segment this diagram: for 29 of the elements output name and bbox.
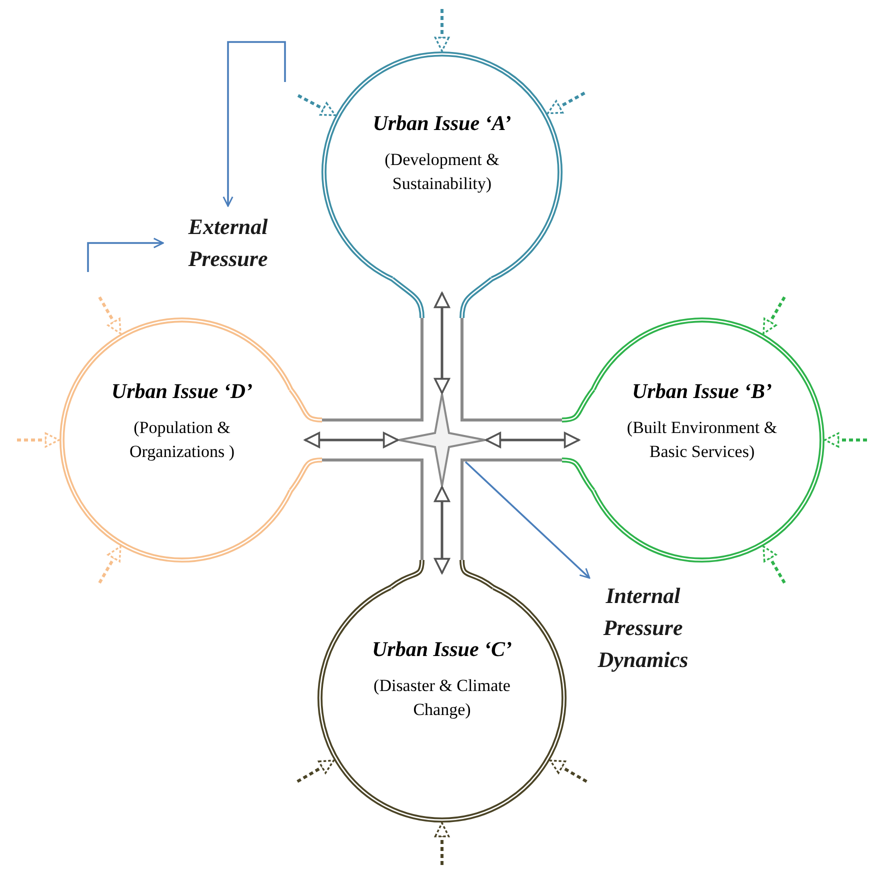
arrow	[296, 759, 335, 783]
arrow	[297, 94, 336, 117]
double-arrow	[434, 486, 450, 574]
issue-title: Urban Issue ‘D’	[111, 378, 253, 404]
issue-description: (Population & Organizations )	[128, 417, 236, 463]
issue-title: Urban Issue ‘B’	[632, 378, 772, 404]
pressure-label: External Pressure	[187, 213, 269, 273]
arrow	[434, 9, 450, 52]
arrow	[762, 546, 786, 584]
issue-title: Urban Issue ‘A’	[372, 110, 512, 136]
arrow	[98, 546, 122, 584]
issue-description: (Disaster & Climate Change)	[372, 675, 512, 721]
arrow	[98, 296, 122, 334]
leader-line	[87, 238, 164, 272]
arrow	[17, 432, 60, 448]
arrow	[546, 92, 586, 115]
arrow	[762, 296, 786, 334]
issue-description: (Built Environment & Basic Services)	[626, 417, 778, 463]
issue-description: (Development & Sustainability)	[384, 149, 500, 195]
pressure-label: Internal Pressure Dynamics	[596, 582, 690, 674]
arrow	[824, 432, 867, 448]
arrow	[549, 759, 588, 783]
double-arrow	[485, 432, 580, 448]
arrow	[464, 461, 590, 579]
arrow	[434, 822, 450, 865]
leader-line	[222, 41, 286, 207]
double-arrow	[434, 292, 450, 394]
double-arrow	[304, 432, 399, 448]
issue-title: Urban Issue ‘C’	[372, 636, 512, 662]
